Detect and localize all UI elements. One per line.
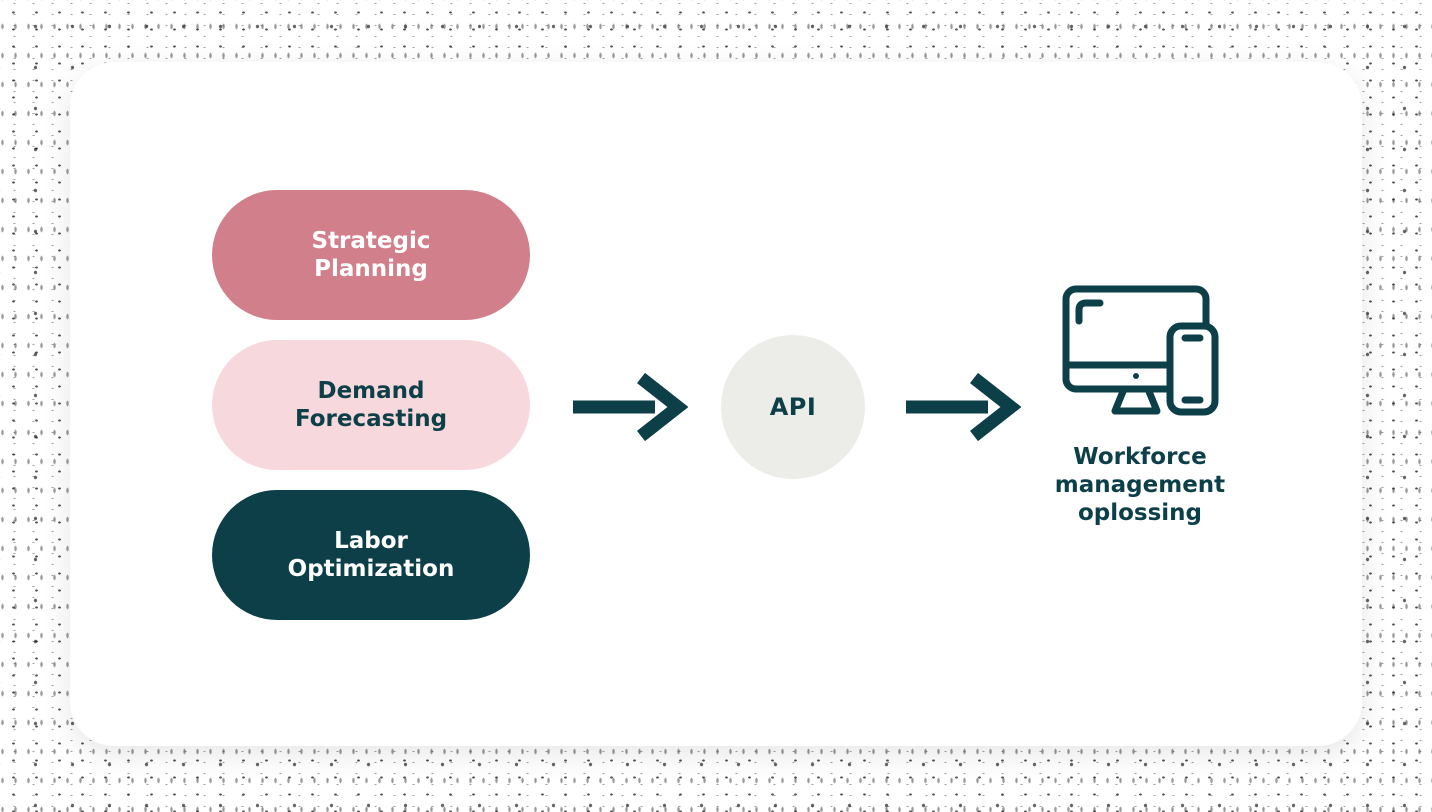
input-pills: Strategic Planning Demand Forecasting La… [212, 190, 530, 620]
arrow-right-icon [573, 372, 688, 442]
pill-labor-optimization-label: Labor Optimization [287, 527, 455, 582]
diagram-card: Strategic Planning Demand Forecasting La… [70, 62, 1362, 746]
pill-demand-forecasting: Demand Forecasting [212, 340, 530, 470]
api-node-label: API [769, 393, 817, 421]
pill-demand-forecasting-label: Demand Forecasting [294, 377, 448, 432]
pill-labor-optimization: Labor Optimization [212, 490, 530, 620]
output-block: Workforce management oplossing [1025, 284, 1255, 527]
desktop-and-phone-icon [1062, 285, 1219, 416]
arrow-right-icon [906, 372, 1021, 442]
pill-strategic-planning-label: Strategic Planning [311, 227, 431, 282]
output-label: Workforce management oplossing [1054, 444, 1226, 527]
api-node: API [721, 335, 865, 479]
pill-strategic-planning: Strategic Planning [212, 190, 530, 320]
